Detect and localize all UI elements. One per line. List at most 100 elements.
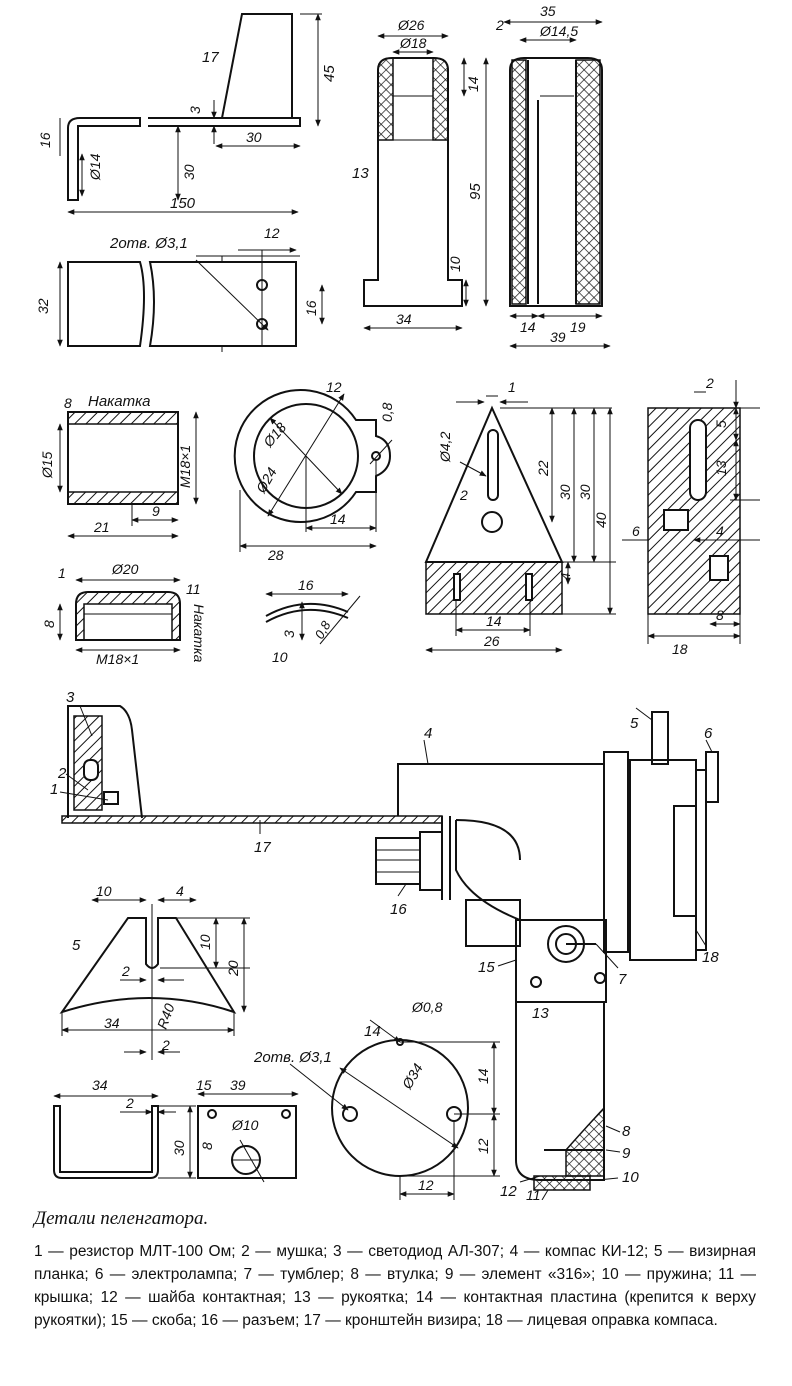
p8-knurl: Накатка — [88, 393, 151, 410]
p2-num: 2 — [459, 487, 468, 503]
p13-num: 13 — [352, 165, 369, 182]
p11-knurl: Накатка — [191, 604, 207, 663]
p8-d9: 9 — [152, 503, 160, 519]
part-15-u-bracket: 34 2 30 15 39 Ø10 8 — [53, 1077, 299, 1183]
p2-d30a: 30 — [557, 484, 573, 500]
p13-d14: 14 — [465, 76, 481, 92]
parts-drawing: 17 45 3 16 Ø14 30 30 150 2отв. Ø3,1 12 3… — [35, 3, 760, 1200]
p14-d12b: 12 — [418, 1177, 434, 1193]
p10-num: 10 — [272, 649, 288, 665]
p5-r40: R40 — [154, 1001, 178, 1031]
p3-d2: 2 — [705, 375, 714, 391]
asm-n1: 1 — [50, 781, 58, 798]
asm-n18: 18 — [702, 949, 719, 966]
asm-n13: 13 — [532, 1005, 549, 1022]
p3-d13: 13 — [713, 460, 729, 476]
p3-d6: 6 — [632, 523, 640, 539]
p13-d10: 10 — [447, 256, 463, 272]
p15-d34: 34 — [92, 1077, 108, 1093]
p2-d30b: 30 — [577, 484, 593, 500]
p2-d1: 1 — [508, 379, 516, 395]
asm-n15: 15 — [478, 959, 495, 976]
p2-d40: 40 — [593, 512, 609, 528]
asm-n10: 10 — [622, 1169, 639, 1186]
p17-d32: 32 — [35, 298, 51, 314]
p17-d45: 45 — [321, 65, 338, 82]
p10-d16: 16 — [298, 577, 314, 593]
asm-n17: 17 — [254, 839, 271, 856]
part-2-sight: 1 Ø4,2 2 22 30 30 40 4 14 26 — [424, 379, 616, 653]
p11-d1: 1 — [58, 565, 66, 581]
p14-dia08: Ø0,8 — [411, 999, 443, 1015]
p13-d34: 34 — [396, 311, 412, 327]
p5-d10b: 10 — [197, 934, 213, 950]
asm-n8: 8 — [622, 1123, 631, 1140]
asm-n11: 11 — [526, 1187, 541, 1200]
p12-d14: 14 — [330, 511, 346, 527]
p13s-d39: 39 — [550, 329, 566, 345]
p14-d12a: 12 — [475, 1138, 491, 1154]
p8-num: 8 — [64, 395, 72, 411]
p17-d16b: 16 — [303, 300, 319, 316]
asm-n6: 6 — [704, 725, 713, 742]
p15-d30: 30 — [171, 1140, 187, 1156]
p10-d3: 3 — [281, 630, 297, 638]
p11-thread: M18×1 — [96, 651, 139, 667]
part-12-washer: 12 Ø18 Ø24 0,8 14 28 — [233, 379, 395, 563]
p11-d8: 8 — [41, 620, 57, 628]
p17-dia14: Ø14 — [87, 153, 103, 181]
part-11-cap: 1 Ø20 11 8 M18×1 Накатка — [41, 561, 207, 667]
part-17-bracket: 17 45 3 16 Ø14 30 30 150 2отв. Ø3,1 12 3… — [35, 13, 338, 352]
figure-caption: Детали пеленгатора. — [34, 1208, 209, 1229]
part-10-spring: 16 3 0,8 10 — [265, 577, 361, 665]
asm-n5: 5 — [630, 715, 639, 732]
p12-d08: 0,8 — [379, 402, 395, 422]
assembly-view: 3 2 1 4 5 6 17 16 15 7 18 13 8 9 10 12 1… — [50, 689, 719, 1200]
p3-d4: 4 — [716, 523, 724, 539]
p14-d14: 14 — [475, 1068, 491, 1084]
p15-d39: 39 — [230, 1077, 246, 1093]
p15-d2: 2 — [125, 1095, 134, 1111]
p17-holes: 2отв. Ø3,1 — [109, 235, 188, 252]
p17-d150: 150 — [170, 195, 196, 212]
part-3-led-block: 2 5 13 6 4 18 8 — [622, 375, 760, 657]
p12-num: 12 — [326, 379, 342, 395]
p5-d10a: 10 — [96, 883, 112, 899]
p10-d08: 0,8 — [312, 618, 334, 642]
p5-d2b: 2 — [161, 1037, 170, 1053]
p13s-d35: 35 — [540, 3, 556, 19]
p13s-d19: 19 — [570, 319, 586, 335]
asm-n16: 16 — [390, 901, 407, 918]
asm-n7: 7 — [618, 971, 627, 988]
asm-n3: 3 — [66, 689, 75, 706]
p3-d18: 18 — [672, 641, 688, 657]
asm-n4: 4 — [424, 725, 432, 742]
p11-num: 11 — [186, 581, 201, 597]
asm-n12: 12 — [500, 1183, 517, 1200]
p13-d95: 95 — [467, 183, 484, 200]
p12-d28: 28 — [267, 547, 284, 563]
p13s-d2: 2 — [495, 17, 504, 33]
p15-num: 15 — [196, 1077, 212, 1093]
p8-thread: M18×1 — [177, 445, 193, 488]
figure-legend: 1 — резистор МЛТ-100 Ом; 2 — мушка; 3 — … — [34, 1243, 756, 1329]
p14-dia34: Ø34 — [398, 1060, 426, 1092]
p5-d34: 34 — [104, 1015, 120, 1031]
p8-dia15: Ø15 — [39, 451, 55, 479]
p14-holes: 2отв. Ø3,1 — [253, 1049, 332, 1066]
asm-n9: 9 — [622, 1145, 631, 1162]
p11-dia20: Ø20 — [111, 561, 139, 577]
p17-num: 17 — [202, 49, 219, 66]
p13-dia18: Ø18 — [399, 35, 427, 51]
p5-d4: 4 — [176, 883, 184, 899]
p15-dia10: Ø10 — [231, 1117, 259, 1133]
part-5-sight-plate: 10 4 5 10 20 2 34 R40 2 — [59, 883, 250, 1060]
p15-d8: 8 — [199, 1142, 215, 1150]
p3-d8: 8 — [716, 607, 724, 623]
p2-d26: 26 — [483, 633, 500, 649]
p5-d2a: 2 — [121, 963, 130, 979]
part-13-handle-section: 2 35 Ø14,5 14 19 39 — [495, 3, 611, 349]
p2-d14: 14 — [486, 613, 502, 629]
part-8-bushing: 8 Накатка Ø15 M18×1 21 9 — [39, 393, 199, 539]
p5-d20: 20 — [225, 960, 241, 977]
